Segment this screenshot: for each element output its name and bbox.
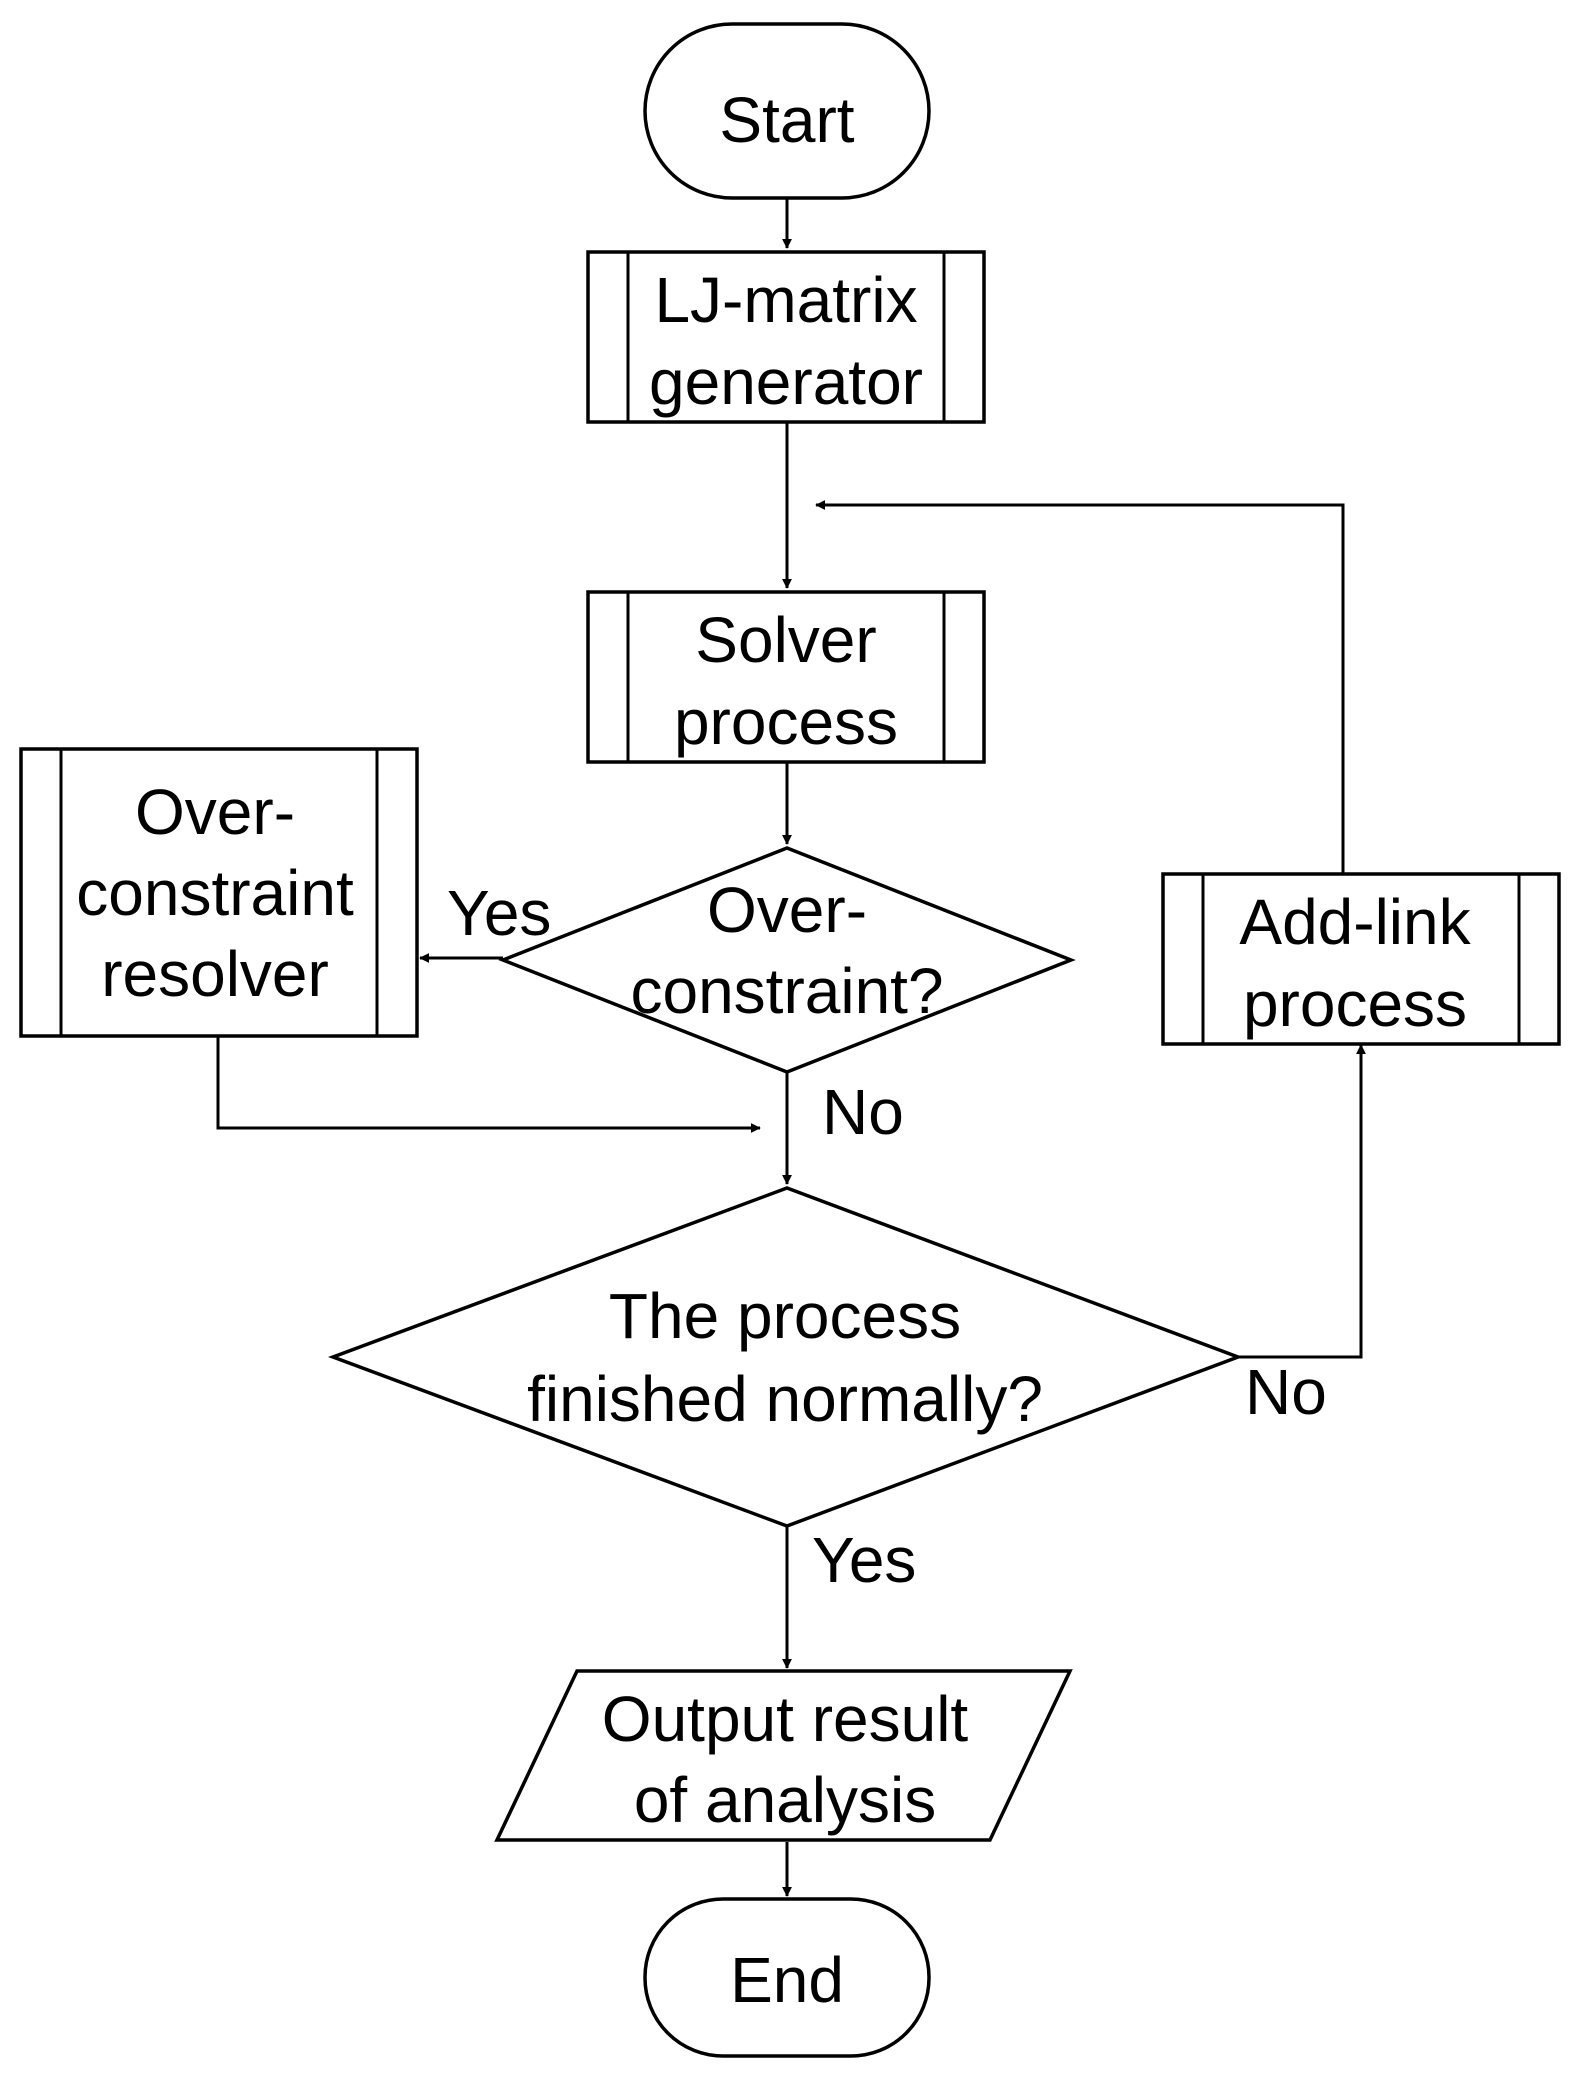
finished-normally-decision: The process finished normally? <box>327 1186 1243 1528</box>
over-check-label-line1: Over- <box>707 874 867 946</box>
output-label-line2: of analysis <box>634 1764 936 1836</box>
resolver-label-line3: resolver <box>101 938 329 1010</box>
add-link-label-line2: process <box>1243 968 1467 1040</box>
edge-label-finished-no: No <box>1245 1356 1327 1428</box>
edge-label-over-no: No <box>822 1076 904 1148</box>
solver-process: Solver process <box>586 590 986 764</box>
edge-resolver-return <box>216 1036 761 1133</box>
resolver-label-line2: constraint <box>76 857 354 929</box>
lj-matrix-generator-process: LJ-matrix generator <box>586 250 986 424</box>
edge-label-finished-yes: Yes <box>812 1524 916 1596</box>
connectors <box>216 198 1366 1897</box>
edge-finished-no <box>1238 1044 1366 1359</box>
solver-label-line2: process <box>674 686 898 758</box>
over-constraint-resolver-process: Over- constraint resolver <box>19 747 419 1038</box>
over-constraint-decision: Over- constraint? <box>498 846 1076 1074</box>
lj-matrix-label-line2: generator <box>649 346 923 418</box>
solver-label-line1: Solver <box>695 604 876 676</box>
output-result-data: Output result of analysis <box>494 1669 1073 1842</box>
edge-label-over-yes: Yes <box>447 877 551 949</box>
start-label: Start <box>719 84 854 156</box>
resolver-label-line1: Over- <box>135 776 295 848</box>
start-terminal: Start <box>643 22 931 200</box>
finished-label-line2: finished normally? <box>527 1363 1043 1435</box>
finished-label-line1: The process <box>609 1280 961 1352</box>
lj-matrix-label-line1: LJ-matrix <box>654 264 917 336</box>
over-check-label-line2: constraint? <box>630 955 943 1027</box>
end-terminal: End <box>643 1897 931 2058</box>
add-link-process: Add-link process <box>1161 872 1561 1046</box>
edge-addlink-loop <box>815 500 1345 874</box>
output-label-line1: Output result <box>602 1683 969 1755</box>
end-label: End <box>730 1944 844 2016</box>
add-link-label-line1: Add-link <box>1239 886 1471 958</box>
